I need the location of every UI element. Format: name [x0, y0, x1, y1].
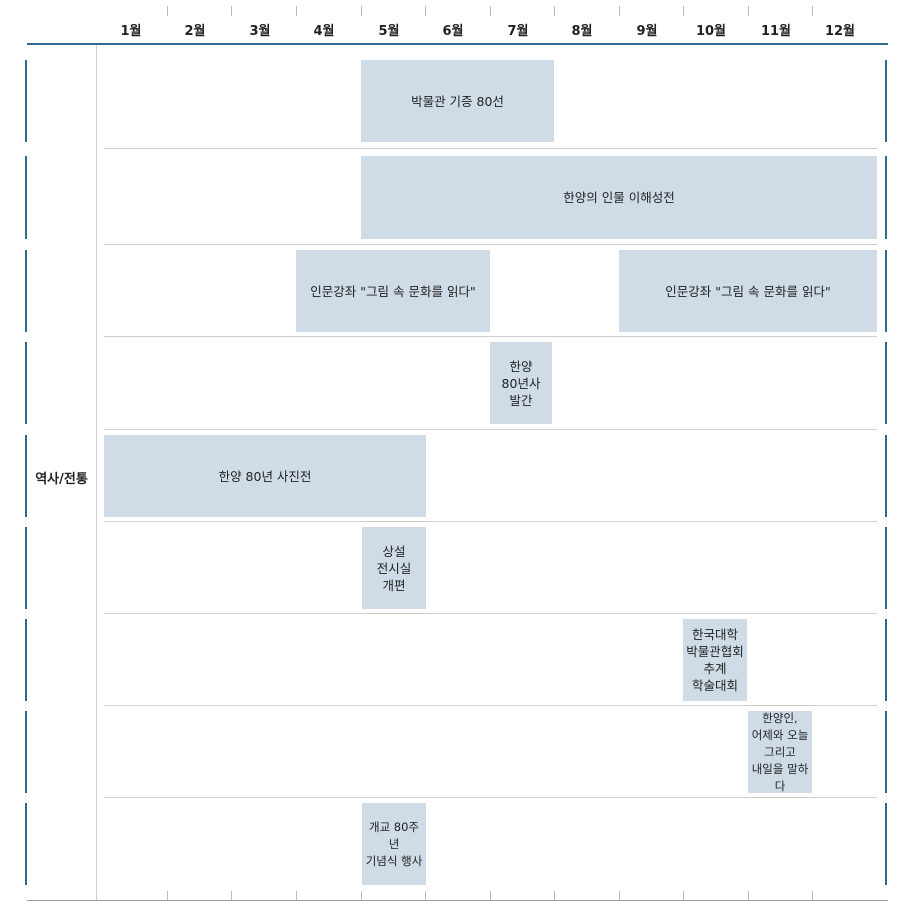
- event-label: 한양인, 어제와 오늘 그리고 내일을 말하다: [751, 710, 809, 793]
- row-divider: [104, 244, 877, 245]
- bottom-tick: [425, 891, 426, 900]
- top-tick: [231, 6, 232, 16]
- top-tick: [554, 6, 555, 16]
- bottom-tick: [812, 891, 813, 900]
- left-edge-marker: [25, 803, 27, 885]
- event-label: 인문강좌 "그림 속 문화를 읽다": [310, 283, 476, 299]
- month-label-3: 3월: [249, 24, 271, 39]
- bottom-tick: [296, 891, 297, 900]
- top-tick: [167, 6, 168, 16]
- category-label: 역사/전통: [35, 472, 88, 487]
- bottom-tick: [748, 891, 749, 900]
- top-tick: [296, 6, 297, 16]
- row-divider: [104, 429, 877, 430]
- event-label: 상설 전시실 개편: [376, 543, 412, 593]
- top-tick: [683, 6, 684, 16]
- event-bar: 상설 전시실 개편: [362, 527, 426, 609]
- left-edge-marker: [25, 527, 27, 609]
- row-divider: [104, 705, 877, 706]
- event-bar: 한양 80년사 발간: [490, 342, 552, 424]
- event-bar: 한양인, 어제와 오늘 그리고 내일을 말하다: [748, 711, 812, 793]
- event-bar: 박물관 기증 80선: [361, 60, 554, 142]
- month-label-12: 12월: [824, 24, 856, 39]
- right-edge-marker: [885, 156, 887, 239]
- month-label-5: 5월: [378, 24, 400, 39]
- bottom-tick: [167, 891, 168, 900]
- bottom-tick: [619, 891, 620, 900]
- month-label-1: 1월: [120, 24, 142, 39]
- top-tick: [812, 6, 813, 16]
- event-bar: 한국대학 박물관협회 추계 학술대회: [683, 619, 747, 701]
- top-tick: [490, 6, 491, 16]
- right-edge-marker: [885, 435, 887, 517]
- header-rule: [27, 43, 888, 45]
- bottom-tick: [683, 891, 684, 900]
- right-edge-marker: [885, 803, 887, 885]
- top-tick: [619, 6, 620, 16]
- row-divider: [104, 148, 877, 149]
- event-label: 한국대학 박물관협회 추계 학술대회: [686, 627, 744, 693]
- event-label: 인문강좌 "그림 속 문화를 읽다": [665, 283, 831, 299]
- event-bar: 개교 80주년 기념식 행사: [362, 803, 426, 885]
- month-label-11: 11월: [760, 24, 792, 39]
- bottom-tick: [554, 891, 555, 900]
- right-edge-marker: [885, 711, 887, 793]
- row-divider: [104, 521, 877, 522]
- event-label: 한양 80년 사진전: [218, 468, 312, 484]
- month-label-2: 2월: [184, 24, 206, 39]
- right-edge-marker: [885, 342, 887, 424]
- month-label-10: 10월: [695, 24, 727, 39]
- right-edge-marker: [885, 60, 887, 142]
- month-label-8: 8월: [571, 24, 593, 39]
- bottom-tick: [361, 891, 362, 900]
- event-label: 개교 80주년 기념식 행사: [365, 819, 423, 868]
- right-edge-marker: [885, 250, 887, 332]
- event-bar: 한양 80년 사진전: [104, 435, 426, 517]
- event-bar: 한양의 인물 이해성전: [361, 156, 877, 239]
- top-tick: [425, 6, 426, 16]
- month-label-4: 4월: [313, 24, 335, 39]
- category-column-divider: [96, 45, 97, 900]
- month-label-9: 9월: [636, 24, 658, 39]
- left-edge-marker: [25, 711, 27, 793]
- event-label: 박물관 기증 80선: [411, 93, 504, 109]
- left-edge-marker: [25, 250, 27, 332]
- month-label-6: 6월: [442, 24, 464, 39]
- right-edge-marker: [885, 527, 887, 609]
- event-label: 한양의 인물 이해성전: [563, 190, 675, 205]
- event-bar: 인문강좌 "그림 속 문화를 읽다": [296, 250, 490, 332]
- bottom-tick: [490, 891, 491, 900]
- event-label: 한양 80년사 발간: [501, 358, 541, 408]
- row-divider: [104, 797, 877, 798]
- row-divider: [104, 336, 877, 337]
- top-tick: [748, 6, 749, 16]
- top-tick: [361, 6, 362, 16]
- event-bar: 인문강좌 "그림 속 문화를 읽다": [619, 250, 877, 332]
- month-label-7: 7월: [507, 24, 529, 39]
- right-edge-marker: [885, 619, 887, 701]
- left-edge-marker: [25, 619, 27, 701]
- left-edge-marker: [25, 435, 27, 517]
- left-edge-marker: [25, 60, 27, 142]
- left-edge-marker: [25, 342, 27, 424]
- bottom-tick: [231, 891, 232, 900]
- bottom-axis: [27, 900, 888, 901]
- row-divider: [104, 613, 877, 614]
- left-edge-marker: [25, 156, 27, 239]
